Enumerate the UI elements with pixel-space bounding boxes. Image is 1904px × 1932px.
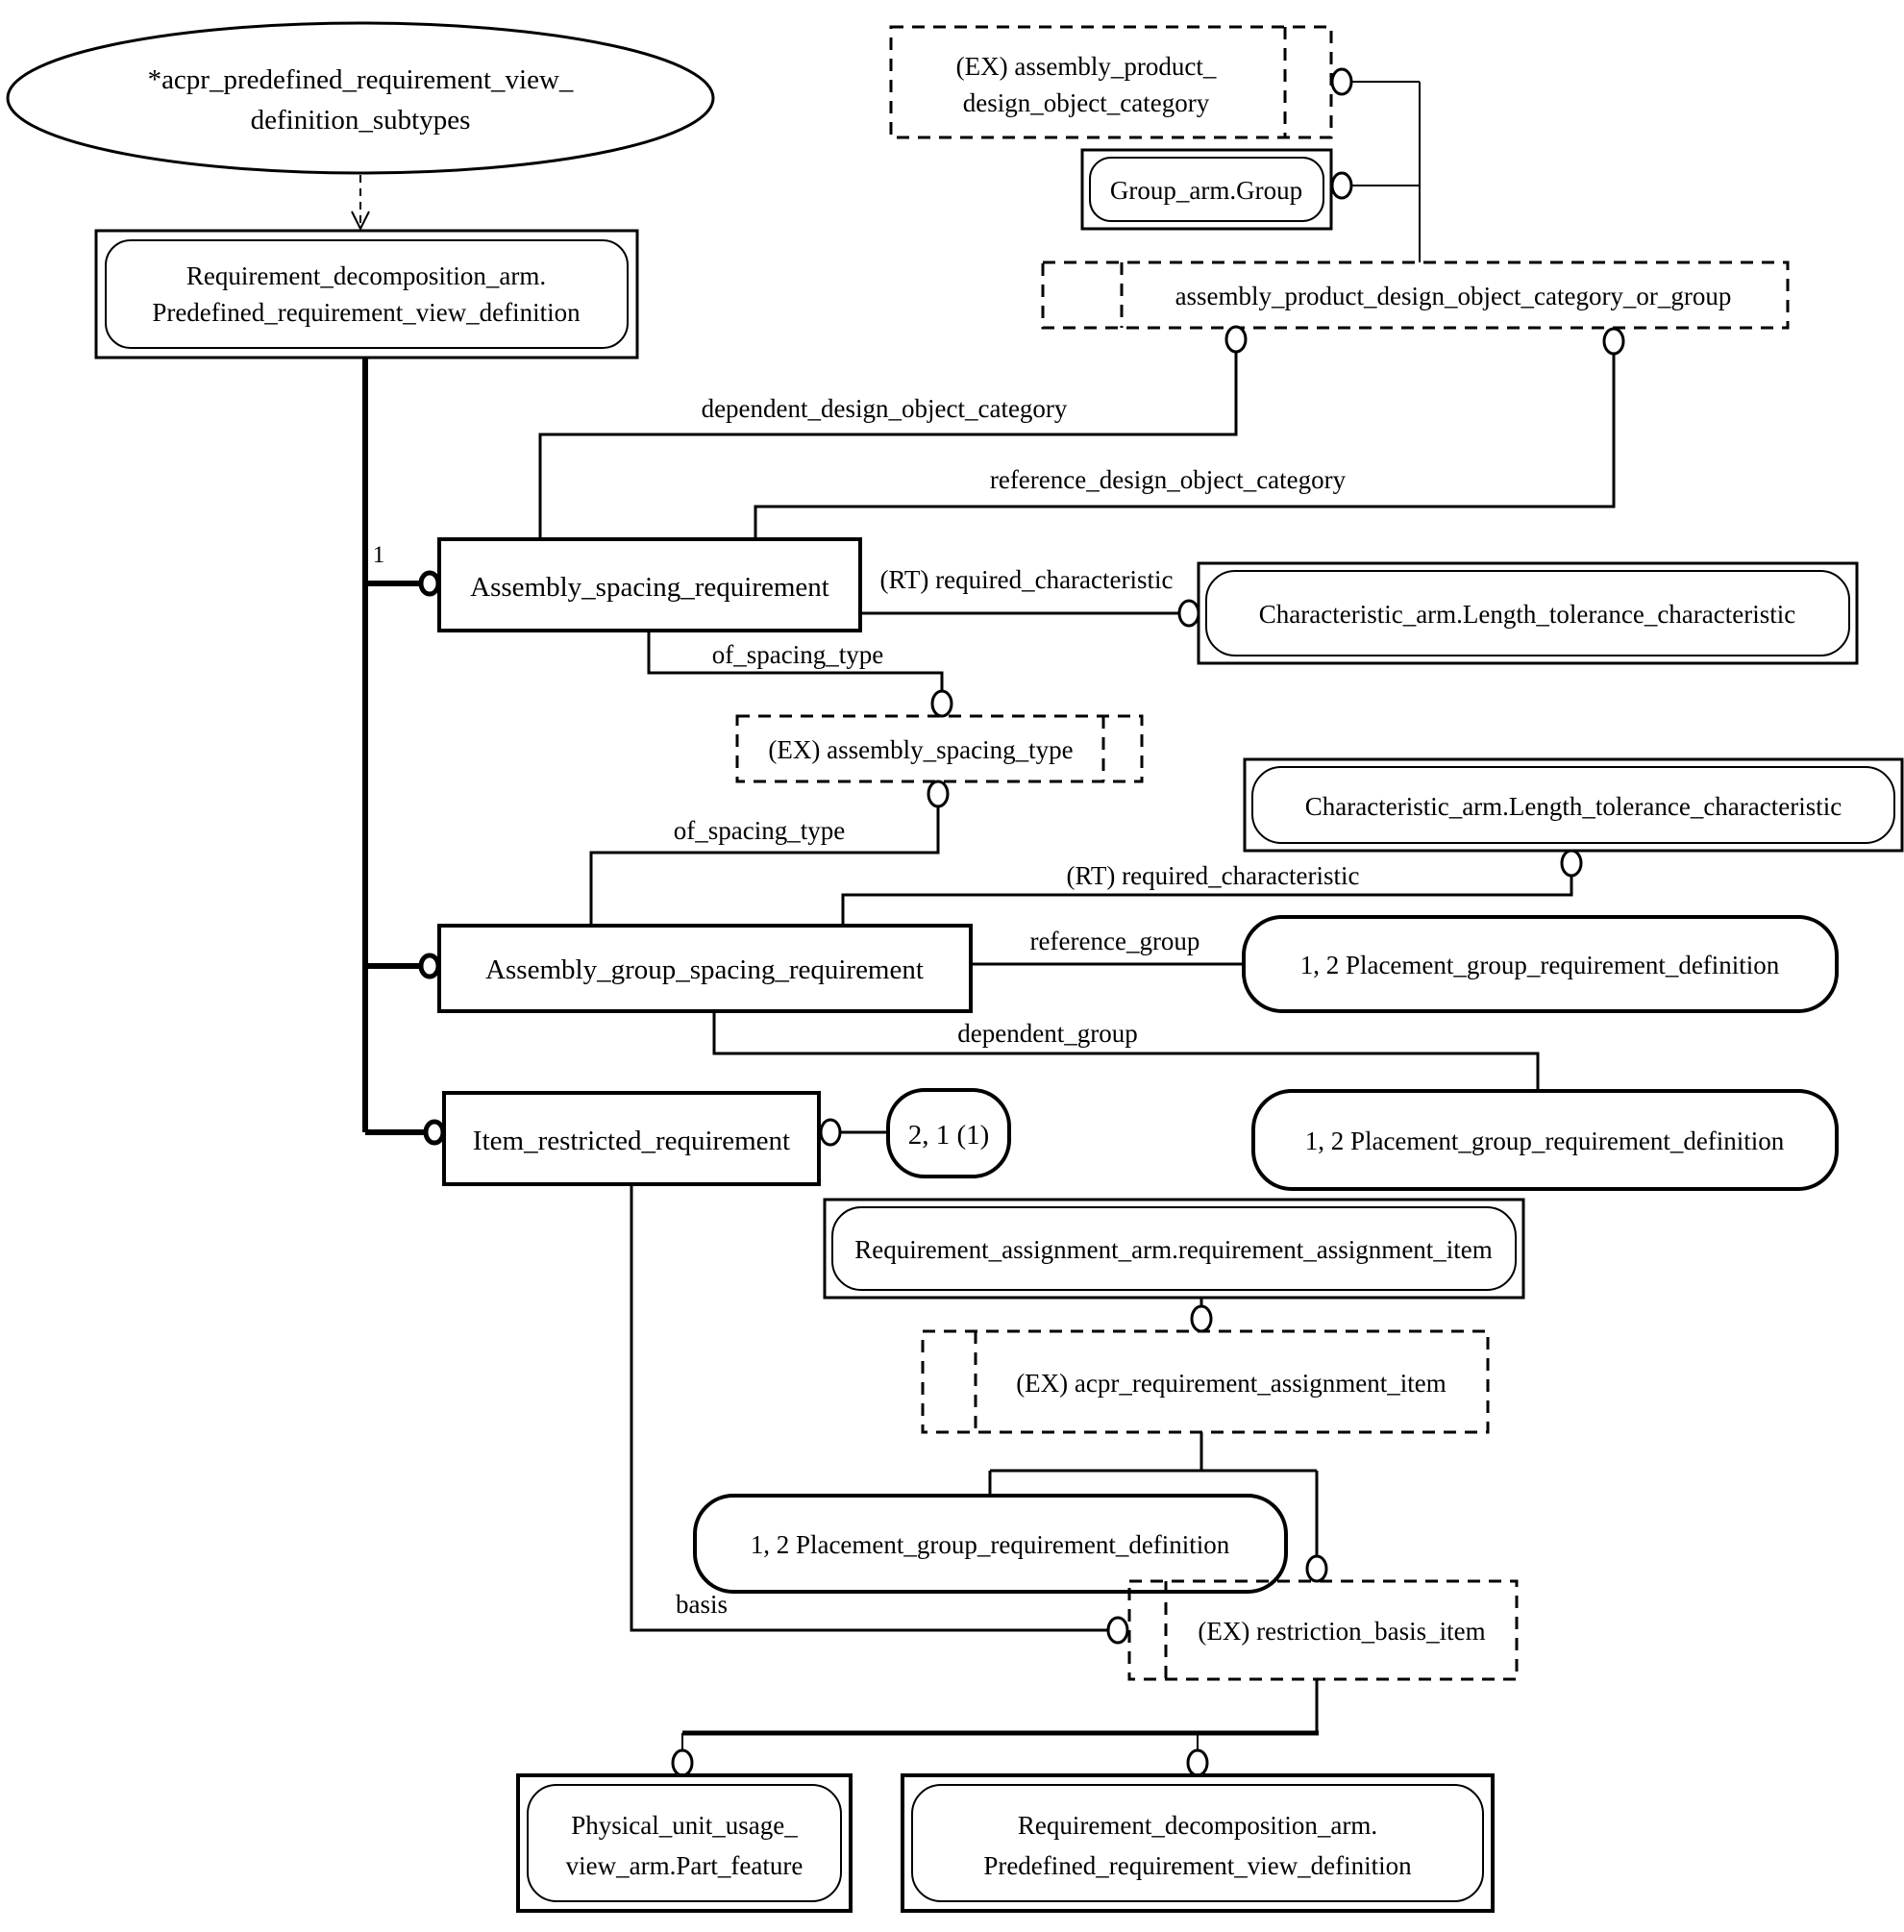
predefined-view-bottom-box bbox=[901, 1773, 1495, 1913]
item-restricted-requirement-label: Item_restricted_requirement bbox=[473, 1126, 790, 1156]
assembly-product-category-label-2: design_object_category bbox=[963, 88, 1210, 117]
connector-circle bbox=[1224, 325, 1248, 354]
edge-dependent-design-object-category bbox=[538, 351, 1238, 539]
restriction-basis-item-box bbox=[1127, 1579, 1519, 1681]
length-tolerance-1-label: Characteristic_arm.Length_tolerance_char… bbox=[1259, 600, 1795, 629]
predefined-view-bottom-label-1: Requirement_decomposition_arm. bbox=[1018, 1811, 1377, 1840]
placement-group-def-b-label: 1, 2 Placement_group_requirement_definit… bbox=[1305, 1127, 1785, 1155]
dependent-group-label: dependent_group bbox=[957, 1019, 1137, 1048]
category-or-group-label: assembly_product_design_object_category_… bbox=[1175, 282, 1732, 310]
assembly-spacing-requirement-label: Assembly_spacing_requirement bbox=[470, 572, 829, 603]
length-tolerance-2-box-inner bbox=[1251, 766, 1895, 844]
edge-dependent-group bbox=[712, 1011, 1540, 1091]
connector-circle bbox=[927, 780, 950, 808]
placement-group-def-c-box bbox=[693, 1494, 1288, 1594]
assembly-product-category-box bbox=[889, 25, 1333, 139]
edge-of-spacing-type-1 bbox=[647, 631, 944, 692]
length-tolerance-2-label: Characteristic_arm.Length_tolerance_char… bbox=[1305, 792, 1842, 821]
connector-circle bbox=[1190, 1304, 1213, 1333]
assembly-group-spacing-requirement-box bbox=[437, 924, 973, 1013]
connector-circle bbox=[1330, 67, 1353, 96]
requirement-assignment-item-box-inner bbox=[831, 1206, 1517, 1291]
reference-group-label: reference_group bbox=[1030, 927, 1200, 955]
reference-design-object-category-label: reference_design_object_category bbox=[990, 465, 1347, 494]
basis-label: basis bbox=[676, 1590, 728, 1619]
edge-required-characteristic-2 bbox=[841, 876, 1573, 926]
acpr-requirement-assignment-item-box bbox=[921, 1329, 1490, 1434]
subtypes-ellipse-label-1: *acpr_predefined_requirement_view_ bbox=[148, 64, 574, 95]
connector-circle bbox=[930, 689, 953, 718]
group-arm-group-label: Group_arm.Group bbox=[1110, 176, 1302, 205]
subtypes-ellipse bbox=[6, 21, 715, 175]
part-feature-label-2: view_arm.Part_feature bbox=[566, 1851, 804, 1880]
group-arm-group-box-inner bbox=[1089, 157, 1324, 222]
cardinality-1-label: 1 bbox=[373, 542, 385, 568]
subtype-circle bbox=[418, 570, 441, 597]
assembly-group-spacing-requirement-label: Assembly_group_spacing_requirement bbox=[485, 954, 924, 985]
required-characteristic-1-label: (RT) required_characteristic bbox=[880, 565, 1174, 594]
predefined-view-top-box-inner bbox=[105, 239, 629, 349]
subtype-arrow-head-icon bbox=[351, 211, 370, 232]
predefined-view-top-box bbox=[94, 229, 639, 359]
predefined-view-top-label-2: Predefined_requirement_view_definition bbox=[152, 298, 581, 327]
of-spacing-type-1-label: of_spacing_type bbox=[712, 640, 883, 669]
edge-basis bbox=[630, 1184, 1107, 1632]
category-or-group-box bbox=[1041, 260, 1790, 330]
length-tolerance-1-box bbox=[1197, 561, 1859, 665]
length-tolerance-1-box-inner bbox=[1205, 570, 1850, 656]
assembly-spacing-type-box bbox=[735, 714, 1144, 783]
subtypes-ellipse-label-2: definition_subtypes bbox=[251, 105, 471, 136]
subtype-circle bbox=[418, 953, 441, 979]
restriction-basis-item-label: (EX) restriction_basis_item bbox=[1198, 1617, 1485, 1646]
placement-group-def-a-label: 1, 2 Placement_group_requirement_definit… bbox=[1300, 951, 1780, 979]
required-characteristic-2-label: (RT) required_characteristic bbox=[1067, 861, 1360, 890]
connector-circle bbox=[1186, 1748, 1209, 1777]
connector-circle bbox=[1106, 1616, 1129, 1645]
edge-of-spacing-type-2 bbox=[589, 806, 940, 926]
part-feature-box bbox=[516, 1773, 853, 1913]
of-spacing-type-2-label: of_spacing_type bbox=[674, 816, 845, 845]
requirement-assignment-item-label: Requirement_assignment_arm.requirement_a… bbox=[854, 1235, 1493, 1264]
connector-circle bbox=[819, 1118, 842, 1147]
part-feature-label-1: Physical_unit_usage_ bbox=[571, 1811, 798, 1840]
placement-group-def-a-box bbox=[1242, 915, 1839, 1013]
part-feature-box-inner bbox=[527, 1784, 842, 1902]
predefined-view-top-label-1: Requirement_decomposition_arm. bbox=[186, 261, 546, 290]
connector-circle bbox=[1305, 1554, 1328, 1583]
connector-circle bbox=[1330, 171, 1353, 200]
page-ref-label: 2, 1 (1) bbox=[908, 1120, 990, 1151]
placement-group-def-b-box bbox=[1251, 1089, 1839, 1191]
edge-reference-design-object-category bbox=[754, 353, 1616, 539]
connector-circle bbox=[1602, 327, 1625, 356]
assembly-product-category-label-1: (EX) assembly_product_ bbox=[956, 52, 1217, 81]
connector-circle bbox=[1177, 599, 1200, 628]
placement-group-def-c-label: 1, 2 Placement_group_requirement_definit… bbox=[751, 1530, 1230, 1559]
predefined-view-bottom-box-inner bbox=[911, 1784, 1484, 1902]
connector-circle bbox=[1560, 849, 1583, 878]
dependent-design-object-category-label: dependent_design_object_category bbox=[702, 394, 1068, 423]
assembly-spacing-type-label: (EX) assembly_spacing_type bbox=[768, 735, 1073, 764]
subtype-circle bbox=[423, 1119, 446, 1146]
requirement-assignment-item-box bbox=[823, 1198, 1525, 1300]
acpr-requirement-assignment-item-label: (EX) acpr_requirement_assignment_item bbox=[1016, 1369, 1447, 1398]
page-ref-bubble bbox=[886, 1088, 1011, 1178]
connector-circle bbox=[671, 1748, 694, 1777]
predefined-view-bottom-label-2: Predefined_requirement_view_definition bbox=[983, 1851, 1412, 1880]
